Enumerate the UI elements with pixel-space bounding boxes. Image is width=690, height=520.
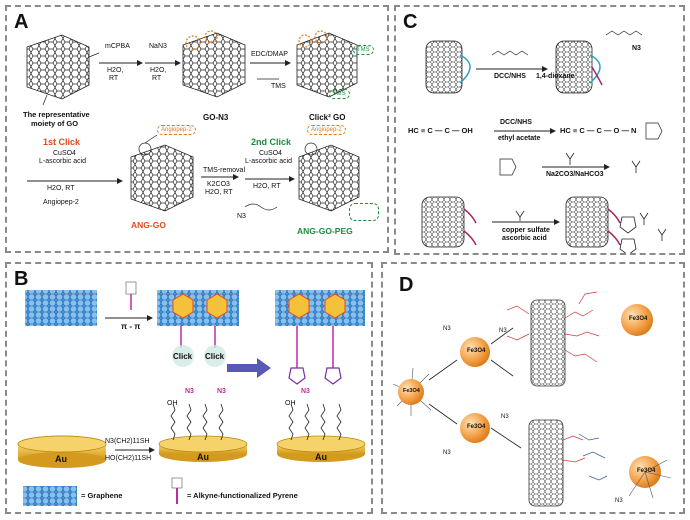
panel-b: B [5,262,373,514]
row3-reagent: Na2CO3/NaHCO3 [546,171,604,178]
angiopep-reagent: Angiopep-2 [43,199,79,206]
thiol-reagent-bottom: HO(CH2)11SH [105,455,152,462]
panel-c-drawing [421,30,667,253]
panel-d: D [381,262,685,514]
n3-label-c: N3 [301,388,310,395]
au-label-1: Au [55,454,67,464]
row4-reagent-line1: copper sulfate [502,227,550,234]
caption-go-line1: The representative [23,110,90,119]
second-click-label: 2nd Click [251,137,292,147]
nanotube-top [530,299,566,387]
oh-label-a: OH [167,400,178,407]
tms-removal-k2co3: K2CO3 [207,181,230,188]
ang-go-peg-molecule [298,142,360,212]
nanotube-3 [421,196,465,248]
reagent-edc: EDC/DMAP [251,51,288,58]
first-click-conditions: H2O, RT [47,185,75,192]
panel-d-drawing [392,291,672,507]
legend-pyrene-icon [171,477,183,504]
graphene-sheet-1 [25,290,97,326]
n3-label-b: N3 [217,388,226,395]
row1-reagent: DCC/NHS [494,73,526,80]
au-label-3: Au [315,452,327,462]
legend-graphene-swatch [23,486,77,506]
tms-tag-top: TMS [353,45,374,55]
panel-a: A [5,5,389,253]
np-label-bottom: Fe3O4 [467,424,486,430]
panel-label-b: B [14,268,29,290]
n3-d-1: N3 [443,326,451,332]
click-label-2: Click [205,352,225,361]
tms-tag-bottom: TMS [329,89,350,99]
nanotube-1 [425,40,463,94]
nanotube-bottom [528,419,564,507]
caption-go-line2: moiety of GO [31,119,79,128]
reagent-nan3: NaN3 [149,43,167,50]
reagent-mcpba-temp: RT [109,75,119,82]
first-click-reagent-cuso4: CuSO4 [53,150,76,157]
oh-label-b: OH [285,400,296,407]
n3-d-3: N3 [443,450,451,456]
np-label-top: Fe3O4 [467,348,486,354]
row2-alkyne-acid: HC ≡ C — C — OH [408,126,473,135]
click2-go-molecule [296,30,358,98]
legend-pyrene-label: = Alkyne-functionalized Pyrene [187,491,298,500]
angiopep-tag-2: Angiopep-2 [307,125,346,135]
reagent-nan3-temp: RT [152,75,162,82]
peg-n3-label: N3 [237,213,246,220]
reagent-nan3-solvent: H2O, [150,67,167,74]
second-click-cuso4: CuSO4 [259,150,282,157]
tms-removal-label: TMS-removal [203,167,246,174]
panel-c: C [394,5,685,255]
click-label-1: Click [173,352,193,361]
product-ang-go-peg: ANG-GO-PEG [297,226,353,236]
nanoparticle-top-right [621,304,653,336]
caption-go-n3: GO-N3 [203,113,229,122]
caption-click2-go: Click² GO [309,113,346,122]
reagent-mcpba-solvent: H2O, [107,67,124,74]
nanoparticle-top [460,337,490,367]
arrow-assembly [227,358,271,378]
panel-label-d: D [399,274,414,296]
legend-graphene-label: = Graphene [81,491,123,500]
reagent-mcpba: mCPBA [105,43,130,50]
ang-go-molecule [130,134,194,212]
second-click-conditions: H2O, RT [253,183,281,190]
pi-pi-label: π - π [121,322,141,331]
n3-label-a: N3 [185,388,194,395]
np-label-bottom-right: Fe3O4 [637,468,656,474]
panel-b-drawing [17,281,366,506]
peg-tag [349,203,379,221]
panel-label-a: A [14,11,29,33]
row1-n3-label: N3 [632,45,641,52]
first-click-reagent-ascorbic: L-ascorbic acid [39,158,87,165]
tms-reagent: TMS [271,83,286,90]
n3-d-5: N3 [615,498,623,504]
row2-nhs-ester: HC ≡ C — C — O — N [560,126,637,135]
nanotube-4 [565,196,609,248]
nanotube-2 [555,40,593,94]
pyrene-icon-top [125,281,137,310]
row2-solvent: ethyl acetate [498,135,541,142]
au-label-2: Au [197,452,209,462]
go-molecule-1 [26,34,100,106]
np-label-top-right: Fe3O4 [629,316,648,322]
panel-a-drawing [26,30,360,212]
panel-label-c: C [403,11,418,33]
row2-reagent: DCC/NHS [500,119,532,126]
product-ang-go: ANG-GO [131,220,166,230]
np-label-center: Fe3O4 [403,388,420,394]
go-n3-molecule [182,30,246,98]
n3-d-2: N3 [499,328,507,334]
row1-solvent: 1,4-dioxane [536,73,575,80]
first-click-label: 1st Click [43,137,81,147]
tms-removal-conditions: H2O, RT [205,189,233,196]
nanoparticle-bottom [460,413,490,443]
n3-d-4: N3 [501,414,509,420]
second-click-ascorbic: L-ascorbic acid [245,158,293,165]
row4-reagent-line2: ascorbic acid [502,235,547,242]
angiopep-tag-1: Angiopep-2 [157,125,196,135]
nanoparticle-center [398,379,424,405]
thiol-reagent-top: N3(CH2)11SH [105,438,150,445]
